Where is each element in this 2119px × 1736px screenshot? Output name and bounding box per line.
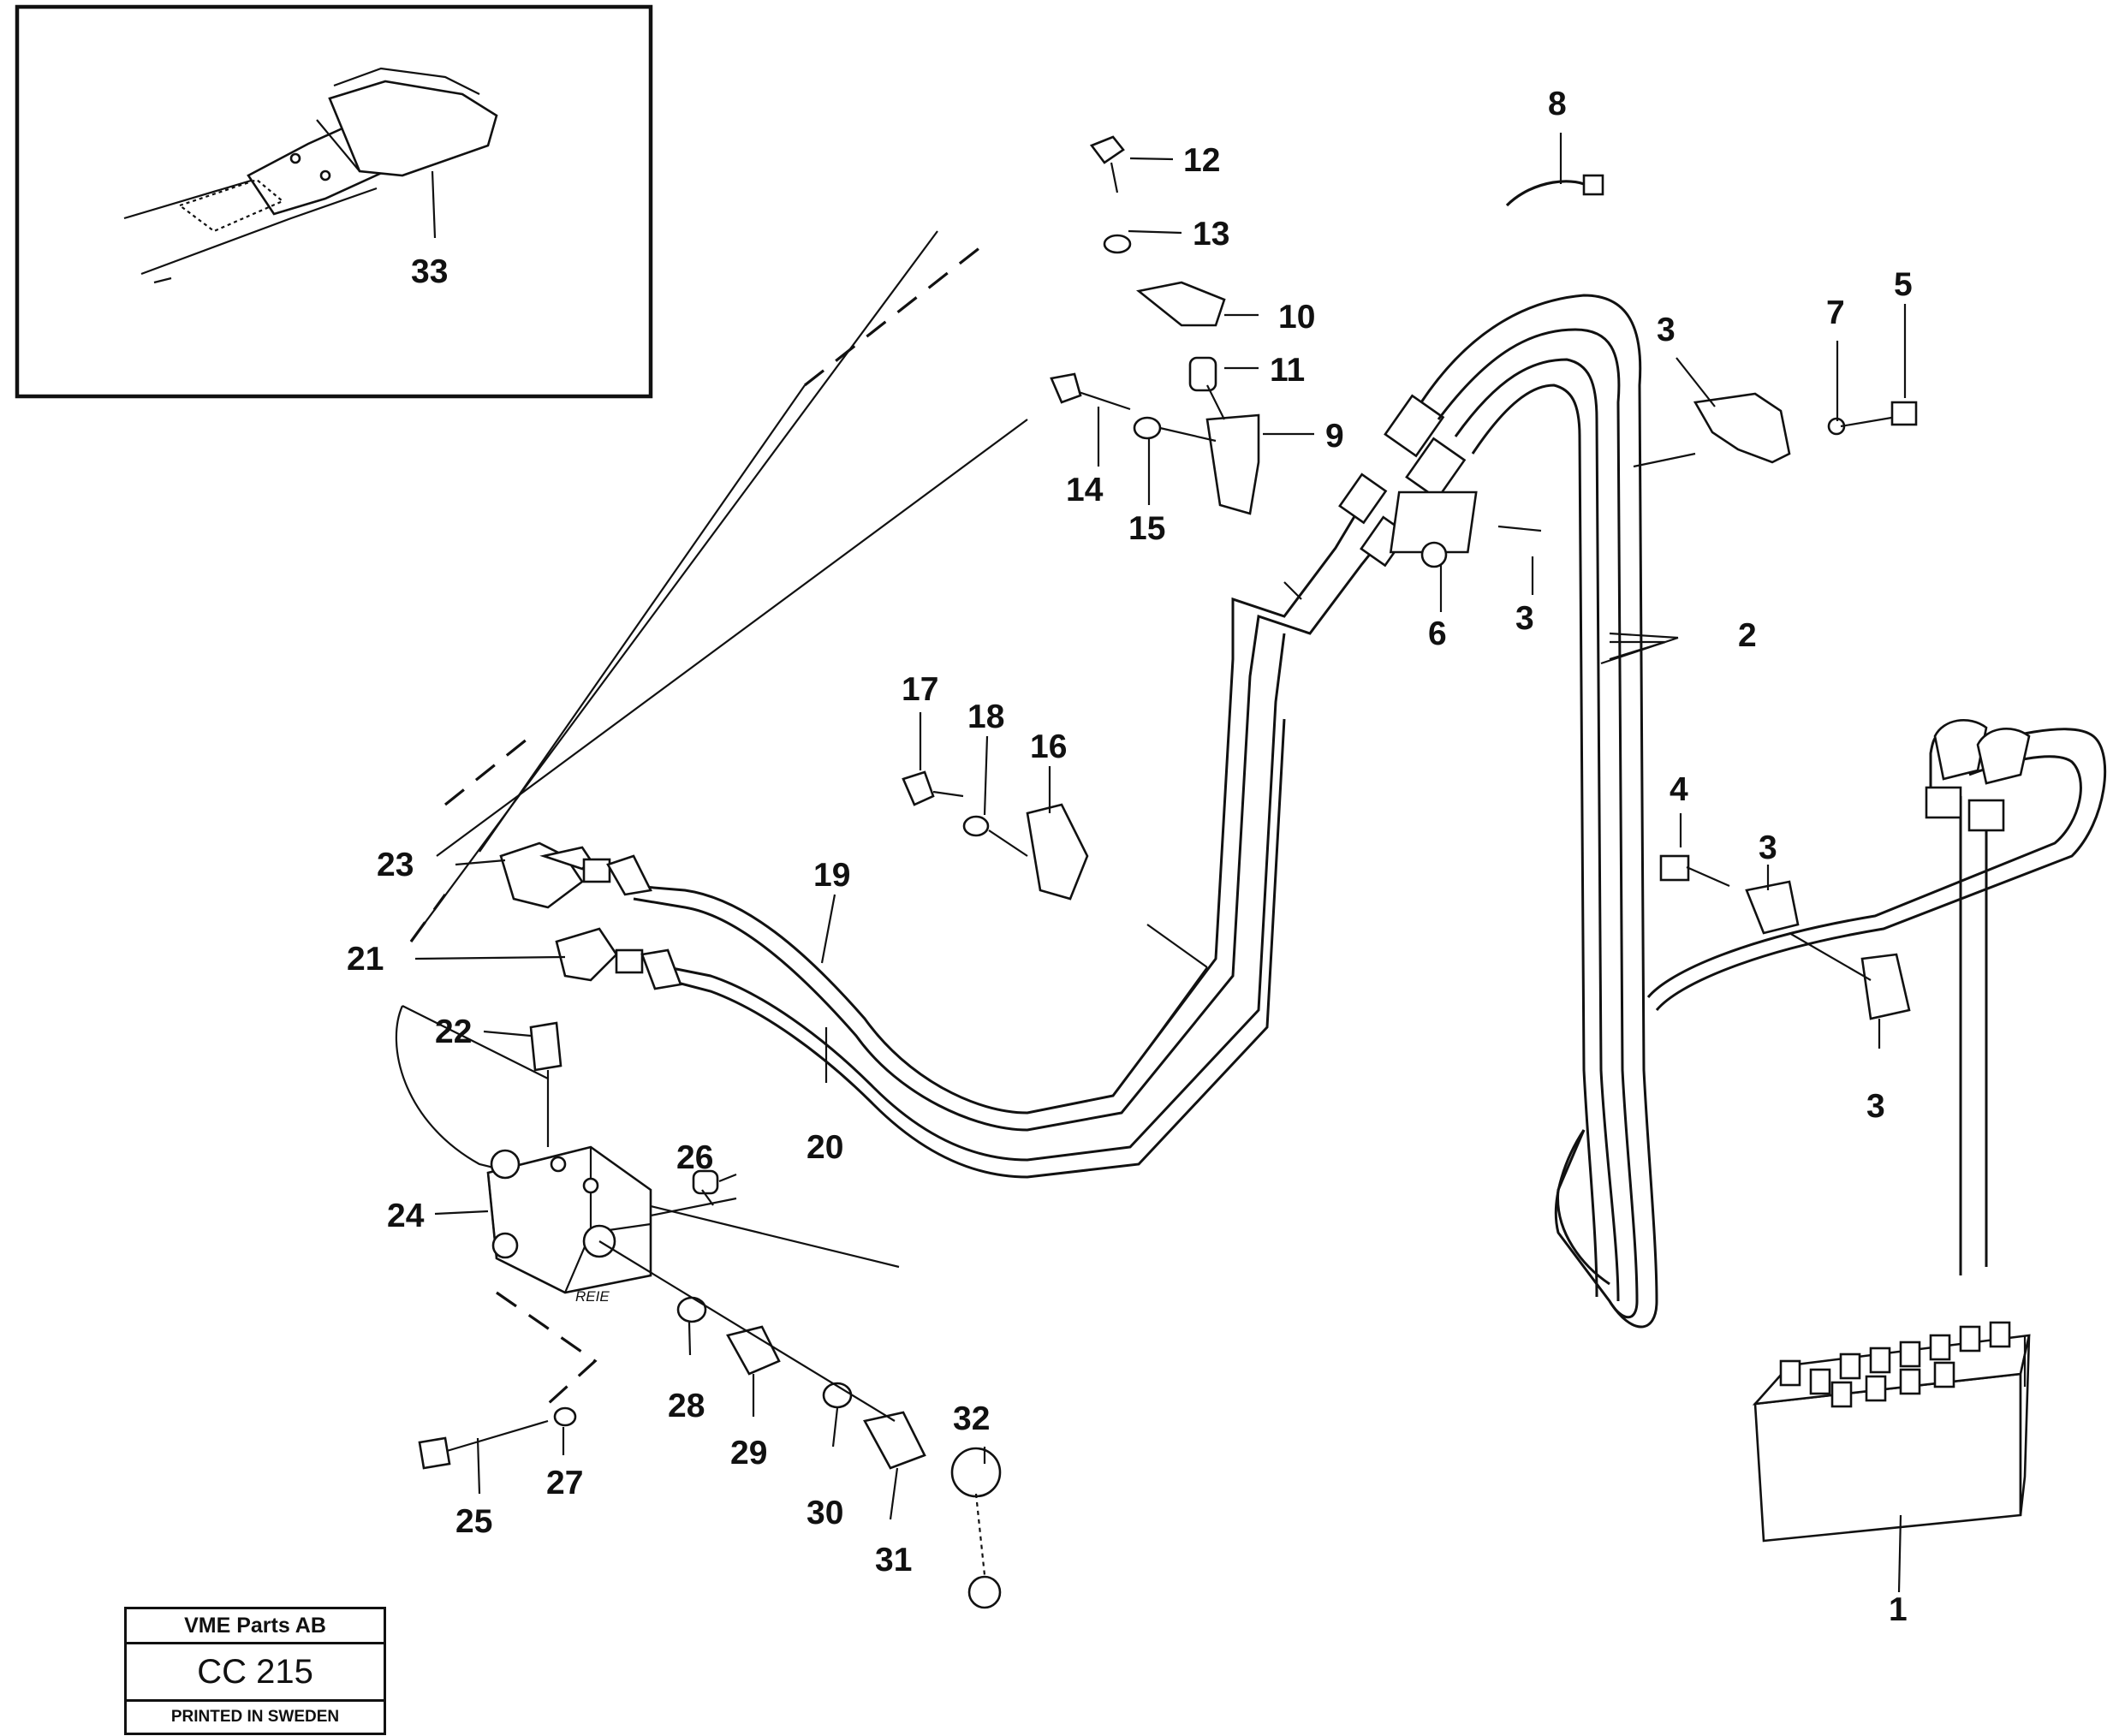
callout-9: 9 bbox=[1325, 418, 1344, 455]
callout-3a: 3 bbox=[1657, 312, 1676, 348]
callout-26: 26 bbox=[676, 1139, 713, 1176]
stamp-printed: PRINTED IN SWEDEN bbox=[170, 1708, 340, 1726]
callout-1: 1 bbox=[1889, 1591, 1908, 1628]
callout-15: 15 bbox=[1128, 510, 1165, 547]
bracket-16-18 bbox=[902, 770, 1089, 901]
valve-marking: REIE bbox=[575, 1288, 610, 1305]
callout-18: 18 bbox=[967, 699, 1004, 735]
callout-24: 24 bbox=[387, 1198, 425, 1234]
callout-30: 30 bbox=[807, 1495, 843, 1531]
inset-detail bbox=[15, 4, 653, 399]
callout-13: 13 bbox=[1193, 216, 1229, 253]
callout-3d: 3 bbox=[1866, 1088, 1885, 1125]
title-stamp: VME Parts AB CC 215 PRINTED IN SWEDEN bbox=[124, 1607, 386, 1735]
callout-16: 16 bbox=[1030, 728, 1067, 765]
callout-27: 27 bbox=[546, 1465, 583, 1501]
callout-3b: 3 bbox=[1515, 600, 1534, 637]
callout-20: 20 bbox=[807, 1129, 843, 1166]
callout-12: 12 bbox=[1183, 142, 1220, 179]
callout-17: 17 bbox=[902, 671, 938, 708]
callout-3c: 3 bbox=[1759, 829, 1777, 866]
callout-28: 28 bbox=[668, 1388, 705, 1424]
callout-21: 21 bbox=[347, 941, 384, 978]
valve-block-area: REIE bbox=[418, 841, 1002, 1609]
callout-31: 31 bbox=[875, 1542, 912, 1578]
callout-23: 23 bbox=[377, 847, 414, 883]
callout-4: 4 bbox=[1670, 771, 1688, 808]
stamp-code: CC 215 bbox=[127, 1644, 384, 1702]
callout-14: 14 bbox=[1066, 472, 1104, 508]
hose-19-20 bbox=[633, 504, 1397, 1179]
callout-32: 32 bbox=[953, 1400, 990, 1437]
callout-10: 10 bbox=[1278, 299, 1315, 336]
callout-7: 7 bbox=[1826, 294, 1845, 331]
hose-to-box bbox=[1646, 719, 2107, 1275]
callout-6: 6 bbox=[1428, 615, 1447, 652]
leader-lines bbox=[414, 133, 2027, 1520]
callout-33: 33 bbox=[411, 253, 448, 290]
callout-19: 19 bbox=[813, 857, 850, 894]
hose-2 bbox=[1420, 294, 1658, 1329]
callout-2: 2 bbox=[1738, 617, 1757, 654]
stamp-company: VME Parts AB bbox=[127, 1609, 384, 1644]
callout-8: 8 bbox=[1548, 86, 1567, 122]
bracket-9-15 bbox=[1050, 135, 1260, 515]
box-part-1 bbox=[1752, 1321, 2031, 1593]
clamps-3 bbox=[1389, 392, 1918, 1020]
callout-29: 29 bbox=[730, 1435, 767, 1471]
clip-part-8 bbox=[1505, 174, 1604, 207]
callout-25: 25 bbox=[455, 1503, 492, 1540]
callout-22: 22 bbox=[435, 1014, 472, 1050]
upper-fittings bbox=[1338, 394, 1467, 568]
frame-outline bbox=[395, 230, 1028, 1269]
callout-5: 5 bbox=[1894, 266, 1913, 303]
callout-11: 11 bbox=[1270, 352, 1305, 389]
callouts: 1 2 3 3 3 3 4 5 6 7 8 9 10 11 12 13 14 1… bbox=[347, 86, 1913, 1628]
